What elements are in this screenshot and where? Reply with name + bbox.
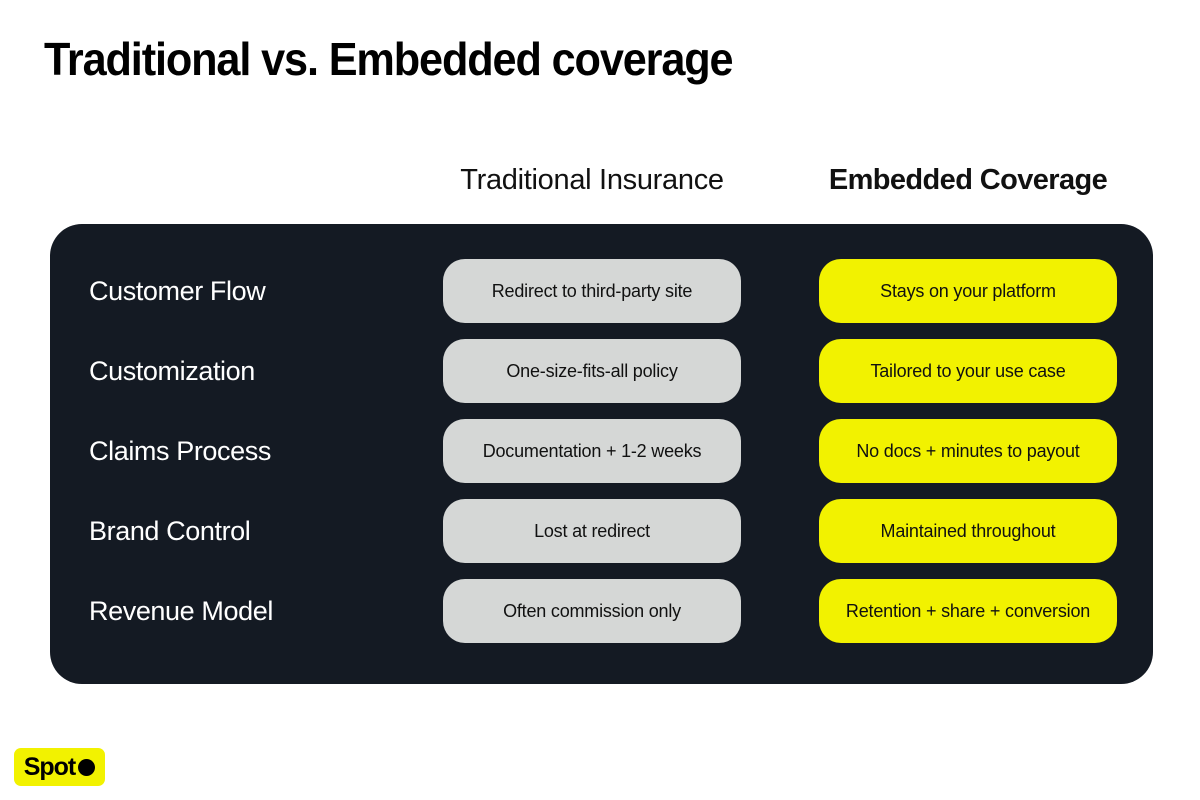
table-row: Customization One-size-fits-all policy T… xyxy=(50,339,1153,403)
column-header-traditional: Traditional Insurance xyxy=(460,164,724,196)
brand-logo: Spot xyxy=(14,748,105,786)
row-label-customer-flow: Customer Flow xyxy=(89,275,266,306)
row-label-revenue-model: Revenue Model xyxy=(89,595,273,626)
cell-traditional-brand-control: Lost at redirect xyxy=(443,499,741,563)
cell-embedded-customer-flow: Stays on your platform xyxy=(819,259,1117,323)
cell-embedded-brand-control: Maintained throughout xyxy=(819,499,1117,563)
row-label-claims-process: Claims Process xyxy=(89,435,271,466)
cell-traditional-claims-process: Documentation + 1-2 weeks xyxy=(443,419,741,483)
table-row: Brand Control Lost at redirect Maintaine… xyxy=(50,499,1153,563)
comparison-card: Customer Flow Redirect to third-party si… xyxy=(50,224,1153,684)
cell-traditional-customer-flow: Redirect to third-party site xyxy=(443,259,741,323)
filled-circle-icon xyxy=(78,758,96,776)
row-label-customization: Customization xyxy=(89,355,255,386)
table-row: Customer Flow Redirect to third-party si… xyxy=(50,259,1153,323)
table-row: Revenue Model Often commission only Rete… xyxy=(50,579,1153,643)
cell-embedded-customization: Tailored to your use case xyxy=(819,339,1117,403)
row-label-brand-control: Brand Control xyxy=(89,515,251,546)
page-title: Traditional vs. Embedded coverage xyxy=(44,33,734,85)
cell-traditional-customization: One-size-fits-all policy xyxy=(443,339,741,403)
table-row: Claims Process Documentation + 1-2 weeks… xyxy=(50,419,1153,483)
cell-traditional-revenue-model: Often commission only xyxy=(443,579,741,643)
logo-wordmark: Spot xyxy=(23,752,77,781)
cell-embedded-revenue-model: Retention + share + conversion xyxy=(819,579,1117,643)
cell-embedded-claims-process: No docs + minutes to payout xyxy=(819,419,1117,483)
column-header-embedded: Embedded Coverage xyxy=(828,164,1108,196)
